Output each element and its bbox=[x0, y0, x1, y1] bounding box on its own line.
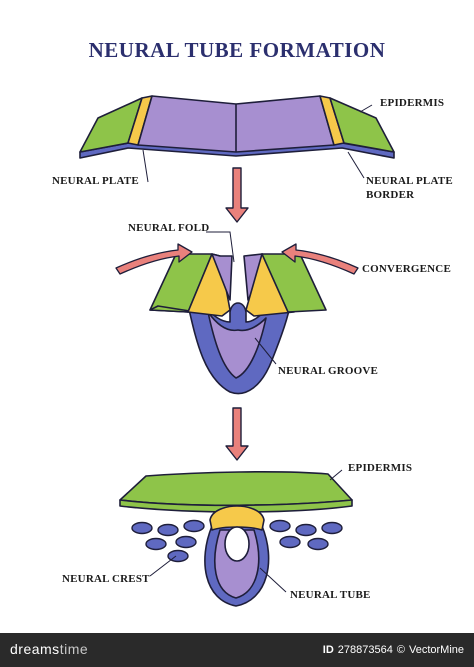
convergence-arrow-left bbox=[115, 243, 193, 275]
neural-tube-stage bbox=[119, 471, 353, 607]
leader-epidermis-top bbox=[359, 104, 373, 113]
crest-cell bbox=[279, 535, 301, 549]
label-convergence: CONVERGENCE bbox=[362, 263, 451, 275]
neural-plate-right-epidermis bbox=[329, 97, 395, 153]
neural-crest-cells bbox=[131, 519, 343, 563]
neural-groove-stage bbox=[149, 253, 327, 395]
leader-neural-tube bbox=[259, 567, 287, 593]
separator-icon: © bbox=[396, 644, 405, 656]
label-neural-plate-border-1: NEURAL PLATE bbox=[366, 175, 453, 187]
leader-lines-stage-1 bbox=[142, 104, 373, 183]
leader-neural-crest bbox=[149, 555, 177, 577]
crest-cell bbox=[295, 523, 317, 537]
crest-cell bbox=[269, 519, 291, 533]
diagram-title: NEURAL TUBE FORMATION bbox=[88, 38, 386, 62]
label-neural-plate-border-2: BORDER bbox=[366, 189, 415, 201]
crest-cell bbox=[307, 537, 329, 551]
left-fold-inner bbox=[211, 253, 233, 301]
crest-cell bbox=[157, 523, 179, 537]
leader-lines-stage-3 bbox=[149, 469, 343, 593]
stock-logo: dreamstime bbox=[10, 641, 88, 657]
convergence-arrow-right bbox=[281, 243, 359, 275]
leader-neural-plate bbox=[142, 149, 149, 183]
leader-neural-fold bbox=[206, 231, 235, 263]
label-epidermis-top: EPIDERMIS bbox=[380, 97, 445, 109]
crest-cell bbox=[175, 535, 197, 549]
neural-tube-cap bbox=[209, 505, 265, 531]
leader-neural-plate-border bbox=[347, 151, 365, 179]
id-label: ID bbox=[322, 644, 334, 656]
leader-lines-stage-2 bbox=[206, 231, 277, 365]
label-neural-groove: NEURAL GROOVE bbox=[278, 365, 379, 377]
label-neural-fold: NEURAL FOLD bbox=[128, 222, 210, 234]
down-arrow-2 bbox=[225, 407, 249, 461]
crest-cell bbox=[145, 537, 167, 551]
label-neural-tube: NEURAL TUBE bbox=[290, 589, 371, 601]
logo-text-dreams: dreams bbox=[10, 641, 60, 657]
label-neural-plate: NEURAL PLATE bbox=[52, 175, 139, 187]
leader-epidermis-bottom bbox=[329, 469, 343, 481]
neural-groove-inner bbox=[207, 311, 267, 379]
crest-cell bbox=[321, 521, 343, 535]
leader-neural-groove bbox=[254, 337, 277, 365]
crest-cell bbox=[183, 519, 205, 533]
credit: VectorMine bbox=[408, 644, 464, 656]
down-arrow-1 bbox=[225, 167, 249, 223]
logo-text-time: time bbox=[59, 641, 89, 657]
neural-tube-lumen bbox=[224, 526, 250, 562]
id-value: 278873564 bbox=[337, 644, 393, 656]
label-neural-crest: NEURAL CREST bbox=[62, 573, 150, 585]
label-epidermis-bottom: EPIDERMIS bbox=[348, 462, 413, 474]
epidermis-sheet bbox=[119, 471, 353, 507]
neural-plate-stage bbox=[79, 95, 395, 159]
crest-cell bbox=[131, 521, 153, 535]
